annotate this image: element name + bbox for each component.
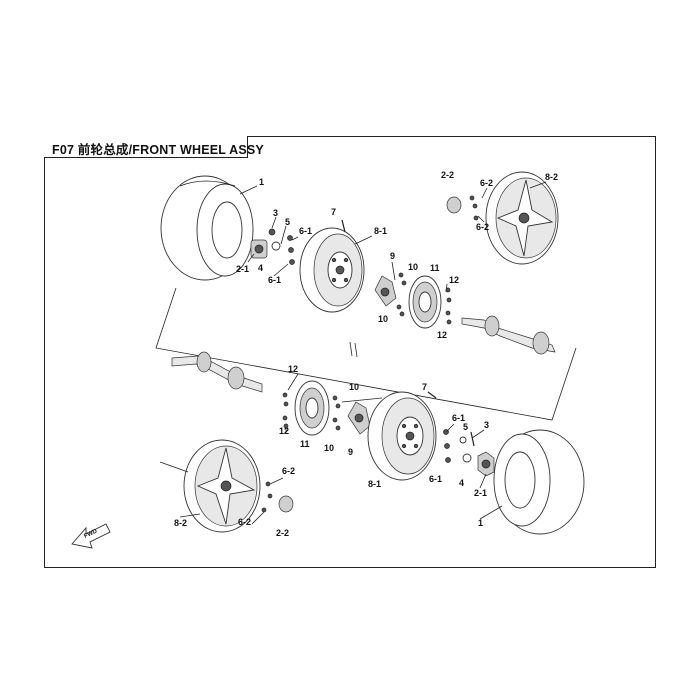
callout-disc-bolt-top-a: 12 [449, 275, 459, 285]
callout-disc-bot: 11 [300, 439, 310, 449]
alt-studs-bottom [261, 481, 273, 513]
callout-nut-top: 3 [273, 208, 278, 218]
studs-top [287, 235, 295, 265]
alt-cap-top [446, 196, 462, 214]
washer-top [271, 241, 281, 251]
tire-top [160, 175, 254, 281]
pin-bottom [459, 436, 467, 444]
callout-disc-top: 11 [430, 263, 440, 273]
hub-cap-bottom [477, 451, 495, 477]
washer-bottom [462, 453, 472, 463]
hub-bottom [347, 401, 371, 435]
hub-bolts-bottom [332, 395, 341, 431]
studs-bottom [443, 429, 451, 463]
hub-top [374, 275, 397, 307]
alt-cap-bottom [278, 495, 294, 513]
callout-leaders [179, 181, 547, 525]
callout-rim-top: 8-1 [374, 226, 387, 236]
callout-stud-bot-a: 6-1 [452, 413, 465, 423]
axle-outline [155, 287, 577, 421]
callout-alt-stud-bot-b: 6-2 [238, 517, 251, 527]
callout-valve-bot: 7 [422, 382, 427, 392]
alt-rim-bottom [159, 439, 261, 533]
nut-bottom [470, 431, 475, 447]
title-box: F07 前轮总成/FRONT WHEEL ASSY [44, 136, 264, 158]
alt-rim-top [485, 171, 559, 265]
callout-stud-top-b: 6-1 [268, 275, 281, 285]
callout-nut-bot: 3 [484, 420, 489, 430]
disc-bolts-top [445, 287, 452, 325]
callout-bolt-top-b: 10 [378, 314, 388, 324]
disc-bolts-bottom [282, 392, 289, 429]
callout-washer-top: 4 [258, 263, 263, 273]
fwd-arrow-icon: FWD [71, 523, 111, 549]
rim-top [299, 227, 365, 313]
callout-disc-bolt-bot-b: 12 [279, 426, 289, 436]
callout-alt-rim-bot: 8-2 [174, 518, 187, 528]
nut-top [268, 228, 276, 236]
callout-bolt-top-a: 10 [408, 262, 418, 272]
callout-rim-bot: 8-1 [368, 479, 381, 489]
callout-stud-top-a: 6-1 [299, 226, 312, 236]
callout-alt-rim-top: 8-2 [545, 172, 558, 182]
valve-top [341, 219, 346, 233]
callout-pin-bot: 5 [463, 422, 468, 432]
callout-hub-top: 9 [390, 251, 395, 261]
callout-cap-top: 2-1 [236, 264, 249, 274]
callout-alt-stud-bot-a: 6-2 [282, 466, 295, 476]
callout-pin-top: 5 [285, 217, 290, 227]
fwd-label: FWD [83, 528, 99, 539]
callout-alt-stud-top-a: 6-2 [480, 178, 493, 188]
callout-alt-cap-top: 2-2 [441, 170, 454, 180]
brake-disc-top [408, 275, 442, 329]
callout-tire-top: 1 [259, 177, 264, 187]
callout-bolt-bot-b: 10 [324, 443, 334, 453]
callout-bolt-bot-a: 10 [349, 382, 359, 392]
callout-cap-bot: 2-1 [474, 488, 487, 498]
callout-disc-bolt-top-b: 12 [437, 330, 447, 340]
callout-alt-cap-bot: 2-2 [276, 528, 289, 538]
rim-bottom [367, 391, 437, 481]
callout-washer-bot: 4 [459, 478, 464, 488]
callout-tire-bot: 1 [478, 518, 483, 528]
callout-disc-bolt-bot-a: 12 [288, 364, 298, 374]
hub-cap-top [250, 239, 268, 259]
tire-bottom [493, 429, 585, 535]
drive-shaft-bottom [171, 351, 263, 393]
alt-studs-top [469, 195, 479, 221]
valve-bottom [427, 391, 437, 399]
callout-alt-stud-top-b: 6-2 [476, 222, 489, 232]
diagram-title: F07 前轮总成/FRONT WHEEL ASSY [52, 143, 264, 157]
hub-bolts-top [396, 272, 407, 317]
drive-shaft-top [461, 315, 556, 355]
callout-stud-bot-b: 6-1 [429, 474, 442, 484]
callout-hub-bot: 9 [348, 447, 353, 457]
brake-disc-bottom [294, 380, 330, 436]
callout-valve-top: 7 [331, 207, 336, 217]
